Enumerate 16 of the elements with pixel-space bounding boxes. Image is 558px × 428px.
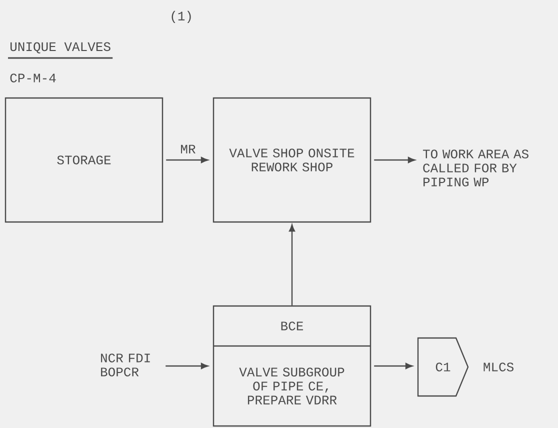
- connector-label: MLCS: [484, 362, 514, 372]
- flow-text: TO WORK AREA AS CALLED FOR BY PIPING WP: [422, 150, 528, 186]
- arrow: [374, 362, 413, 370]
- process-box: BCE VALVE SUBGROUP OF PIPE CE, PREPARE VDRR: [212, 305, 372, 427]
- heading: UNIQUE VALVES: [10, 42, 110, 54]
- procedure-number: CP-M-4: [10, 74, 56, 82]
- edge-label: MR: [179, 144, 197, 154]
- flow-text: NCR FDI BOPCR: [101, 354, 150, 376]
- arrow: [166, 362, 208, 370]
- arrow: [166, 156, 208, 164]
- process-box: VALVE SHOP ONSITE REWORK SHOP: [212, 97, 372, 223]
- offpage-connector: C1: [417, 337, 469, 397]
- arrow: [288, 224, 296, 306]
- arrow: [374, 156, 416, 164]
- footnote-number: (1): [172, 10, 191, 24]
- process-box: STORAGE: [4, 97, 164, 223]
